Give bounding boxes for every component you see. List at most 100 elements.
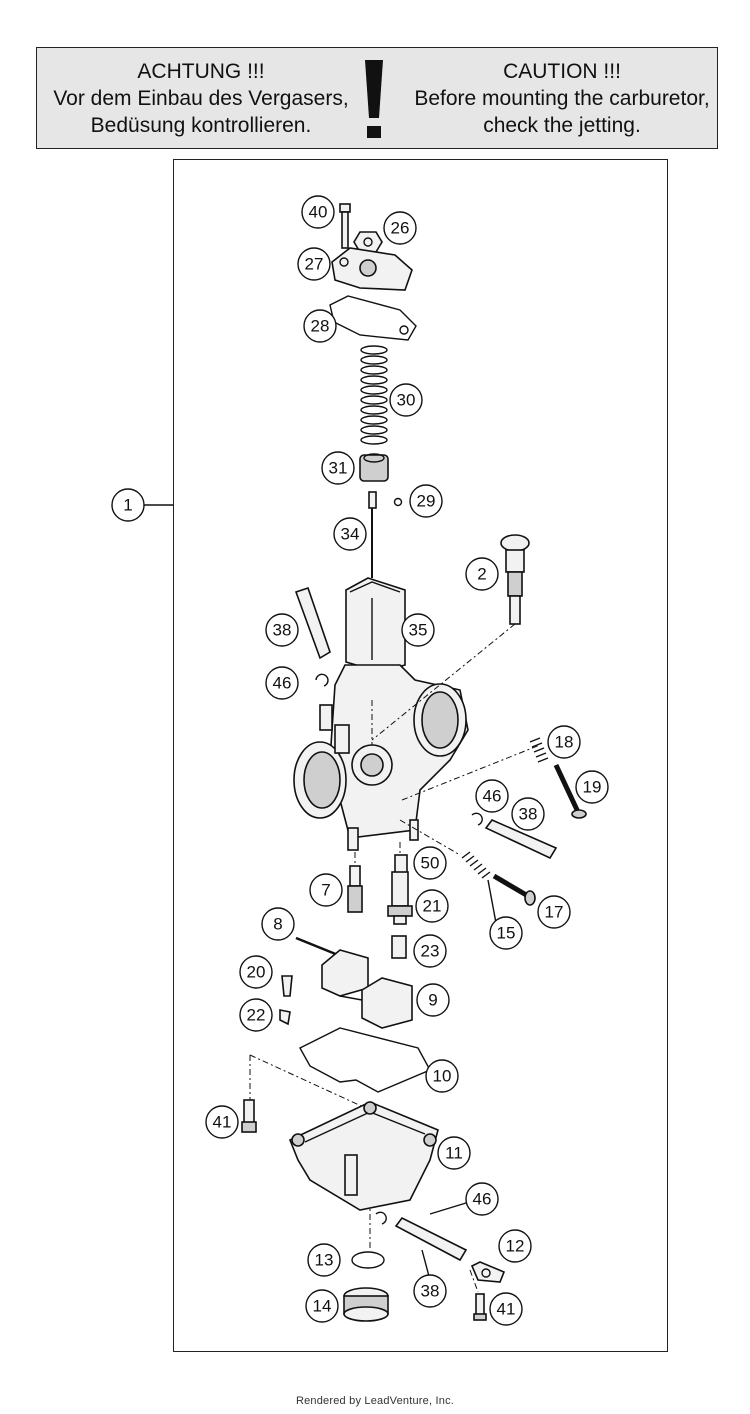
callout-1: 1 — [111, 488, 145, 522]
svg-text:35: 35 — [409, 621, 428, 640]
part-float-9 — [321, 949, 413, 1029]
part-main-jet-23 — [391, 935, 407, 959]
svg-text:41: 41 — [497, 1300, 516, 1319]
callout-34: 34 — [333, 517, 367, 551]
part-screw-41-left — [241, 1099, 257, 1133]
svg-text:30: 30 — [397, 391, 416, 410]
svg-text:26: 26 — [391, 219, 410, 238]
part-clip-22 — [279, 1009, 291, 1026]
svg-text:18: 18 — [555, 733, 574, 752]
svg-text:27: 27 — [305, 255, 324, 274]
svg-text:46: 46 — [273, 674, 292, 693]
part-holder-31 — [359, 453, 389, 482]
svg-text:20: 20 — [247, 963, 266, 982]
footer-credit: Rendered by LeadVenture, Inc. — [295, 1395, 455, 1407]
part-screw-40 — [339, 203, 351, 249]
callout-14: 14 — [305, 1289, 339, 1323]
callout-35: 35 — [401, 613, 435, 647]
part-screw-17 — [492, 873, 536, 906]
part-spring-18 — [529, 737, 549, 763]
warning-text-english: CAUTION !!! Before mounting the carburet… — [409, 58, 715, 139]
part-clip-29 — [393, 497, 403, 507]
svg-text:23: 23 — [421, 942, 440, 961]
svg-text:46: 46 — [473, 1190, 492, 1209]
part-spring-30 — [360, 345, 388, 445]
callout-2: 2 — [465, 557, 499, 591]
svg-text:8: 8 — [273, 915, 282, 934]
callout-38-right: 38 — [511, 797, 545, 831]
callout-46-upper: 46 — [265, 666, 299, 700]
callout-41-left: 41 — [205, 1105, 239, 1139]
warning-de-line-1: ACHTUNG !!! — [137, 60, 265, 83]
part-float-pin-8 — [295, 936, 339, 957]
warning-en-line-2: Before mounting the carburetor, — [414, 87, 710, 110]
part-clip-46-upper — [315, 673, 329, 687]
callout-19: 19 — [575, 770, 609, 804]
part-carburetor-body — [293, 664, 469, 851]
part-clip-46-lower — [375, 1211, 387, 1225]
callout-30: 30 — [389, 383, 423, 417]
exclamation-mark-icon — [365, 60, 383, 138]
part-needle-valve-20 — [281, 975, 293, 997]
warning-en-line-3: check the jetting. — [483, 114, 641, 137]
svg-text:14: 14 — [313, 1297, 332, 1316]
part-cover-27 — [331, 247, 413, 291]
svg-text:7: 7 — [321, 881, 330, 900]
callout-18: 18 — [547, 725, 581, 759]
svg-text:29: 29 — [417, 492, 436, 511]
part-gasket-10 — [299, 1027, 431, 1093]
part-float-bowl-11 — [288, 1101, 439, 1211]
svg-text:9: 9 — [428, 991, 437, 1010]
part-nut-26 — [353, 231, 383, 253]
part-hose-38-right — [484, 819, 558, 860]
part-needle-jet-21 — [387, 871, 413, 925]
part-screw-19 — [553, 763, 587, 819]
svg-text:17: 17 — [545, 903, 564, 922]
part-screw-41-right — [473, 1293, 487, 1321]
part-bracket-12 — [470, 1261, 506, 1283]
callout-21: 21 — [415, 889, 449, 923]
callout-15: 15 — [489, 916, 523, 950]
warning-text-german: ACHTUNG !!! Vor dem Einbau des Vergasers… — [41, 58, 361, 139]
part-hose-38-top — [294, 586, 331, 660]
part-clip-46-right — [471, 812, 483, 826]
callout-46-right: 46 — [475, 779, 509, 813]
svg-text:2: 2 — [477, 565, 486, 584]
svg-text:40: 40 — [309, 203, 328, 222]
svg-text:15: 15 — [497, 924, 516, 943]
svg-text:1: 1 — [123, 496, 132, 515]
warning-de-line-3: Bedüsung kontrollieren. — [90, 114, 312, 137]
part-choke-plunger-2 — [500, 534, 530, 625]
svg-text:38: 38 — [519, 805, 538, 824]
callout-17: 17 — [537, 895, 571, 929]
callout-29: 29 — [409, 484, 443, 518]
callout-27: 27 — [297, 247, 331, 281]
callout-8: 8 — [261, 907, 295, 941]
callout-9: 9 — [416, 983, 450, 1017]
part-gasket-28 — [329, 295, 417, 341]
callout-38-top: 38 — [265, 613, 299, 647]
callout-13: 13 — [307, 1243, 341, 1277]
callout-46-lower: 46 — [465, 1182, 499, 1216]
callout-22: 22 — [239, 998, 273, 1032]
warning-en-line-1: CAUTION !!! — [503, 60, 621, 83]
svg-text:22: 22 — [247, 1006, 266, 1025]
callout-7: 7 — [309, 873, 343, 907]
svg-text:41: 41 — [213, 1113, 232, 1132]
svg-text:50: 50 — [421, 854, 440, 873]
part-jet-7 — [347, 865, 363, 913]
callout-31: 31 — [321, 451, 355, 485]
svg-text:10: 10 — [433, 1067, 452, 1086]
callout-28: 28 — [303, 309, 337, 343]
callout-41-right: 41 — [489, 1292, 523, 1326]
svg-text:38: 38 — [421, 1282, 440, 1301]
warning-de-line-2: Vor dem Einbau des Vergasers, — [53, 87, 349, 110]
svg-text:34: 34 — [341, 525, 360, 544]
part-needle-34 — [368, 491, 377, 578]
callout-20: 20 — [239, 955, 273, 989]
svg-text:19: 19 — [583, 778, 602, 797]
caution-banner: ACHTUNG !!! Vor dem Einbau des Vergasers… — [36, 47, 718, 149]
callout-26: 26 — [383, 211, 417, 245]
part-throttle-slide-35 — [345, 577, 406, 673]
